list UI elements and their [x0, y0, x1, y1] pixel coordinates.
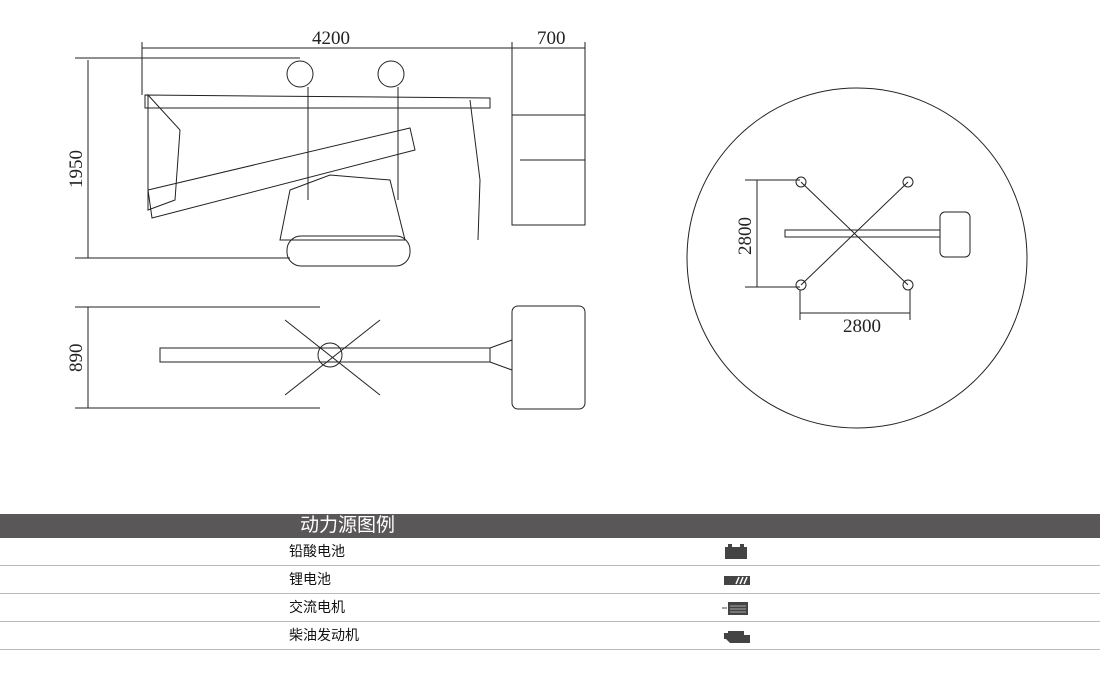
legend-row: 柴油发动机 — [0, 622, 1100, 650]
ac-motor-icon — [722, 602, 748, 615]
side-view: 4200 700 1950 — [66, 28, 586, 267]
dim-span-y: 2800 — [735, 217, 756, 255]
dim-length: 4200 — [312, 28, 350, 49]
lead-acid-battery-icon — [725, 544, 747, 559]
legend-label: 铅酸电池 — [289, 543, 345, 559]
legend-title: 动力源图例 — [0, 514, 1100, 538]
legend-label: 锂电池 — [289, 571, 331, 587]
legend-label: 交流电机 — [289, 599, 345, 615]
diesel-engine-icon — [724, 631, 750, 643]
power-source-legend: 动力源图例 铅酸电池 锂电池 交流电机 柴油发动机 — [0, 514, 1100, 650]
legend-row: 铅酸电池 — [0, 538, 1100, 566]
top-view: 890 — [66, 305, 586, 410]
dim-height: 1950 — [66, 150, 87, 188]
outrigger-view: 2800 2800 — [686, 87, 1028, 429]
dim-width: 890 — [66, 344, 87, 373]
legend-row: 锂电池 — [0, 566, 1100, 594]
dim-span-x: 2800 — [843, 316, 881, 337]
dim-overhang: 700 — [537, 28, 566, 49]
legend-row: 交流电机 — [0, 594, 1100, 622]
lithium-battery-icon — [724, 576, 750, 585]
technical-drawing: 4200 700 1950 890 2800 2800 — [66, 28, 1028, 429]
legend-label: 柴油发动机 — [289, 627, 359, 643]
